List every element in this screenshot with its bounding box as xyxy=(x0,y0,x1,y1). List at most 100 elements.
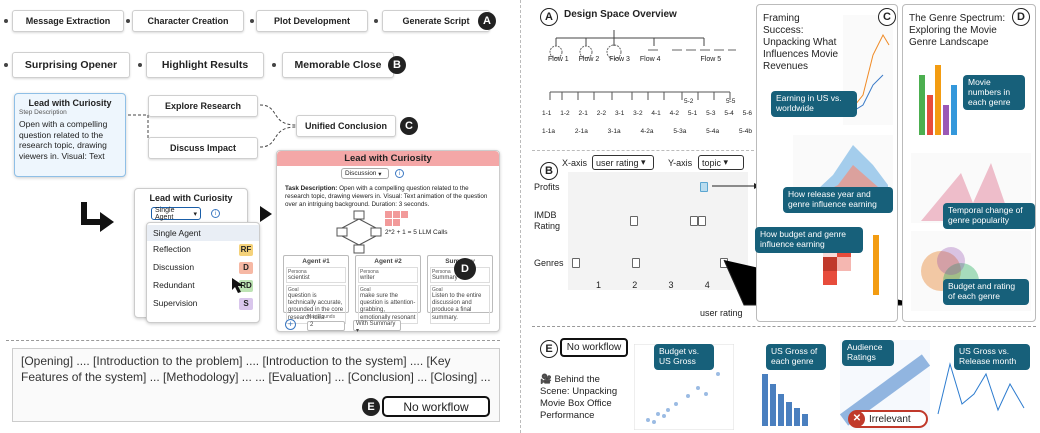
llm-call-formula: 2*2 + 1 = 5 LLM Calls xyxy=(385,229,448,236)
col-label: 2 xyxy=(632,280,638,290)
agent-head: Agent #2 xyxy=(374,258,402,265)
chart-d-title: The Genre Spectrum: Exploring the Movie … xyxy=(909,13,1006,48)
node[interactable]: 2-2 xyxy=(596,110,607,117)
llm-calls-grid xyxy=(385,211,408,226)
tag-rd: RD xyxy=(239,280,253,292)
doc-node[interactable]: 5-4b xyxy=(738,128,752,135)
unified-conclusion[interactable]: Unified Conclusion xyxy=(296,115,396,137)
menu-single-agent[interactable]: Single Agent xyxy=(147,225,259,241)
callout-d1: Movie numbers in each genre xyxy=(963,75,1025,111)
node[interactable]: 4-2 xyxy=(669,110,680,117)
node[interactable]: 5-1 xyxy=(687,110,698,117)
callout-budget-gross: Budget vs. US Gross xyxy=(654,344,714,370)
persona-label: Persona xyxy=(288,269,307,275)
lead-card-subtitle: Step Description xyxy=(19,109,67,116)
llm-call-square xyxy=(385,211,392,218)
step-character-creation[interactable]: Character Creation xyxy=(132,10,244,32)
doc-icon[interactable] xyxy=(690,216,698,226)
agent-mode-select[interactable]: Single Agent ▾ xyxy=(151,207,201,221)
with-summary-select[interactable]: With Summary ▾ xyxy=(353,320,401,334)
node[interactable]: 4-1 xyxy=(651,110,661,117)
node[interactable]: 1-2 xyxy=(560,110,570,117)
goal-value: make sure the question is attention-grab… xyxy=(360,293,416,321)
badge-b: B xyxy=(540,162,558,180)
flow-3[interactable]: Flow 3 xyxy=(609,56,630,63)
node[interactable]: 5-5 xyxy=(726,98,736,105)
step-memorable-close[interactable]: Memorable Close xyxy=(282,52,394,78)
no-workflow-label: No workflow xyxy=(560,338,628,357)
cursor-icon xyxy=(232,278,244,293)
doc-icon[interactable] xyxy=(630,216,638,226)
x-icon: ✕ xyxy=(849,411,865,427)
chart-panel-c: Framing Success: Unpacking What Influenc… xyxy=(755,4,898,322)
step-surprising-opener[interactable]: Surprising Opener xyxy=(12,52,130,78)
connector-dot xyxy=(138,63,142,67)
callout-c1: Earning in US vs. worldwide xyxy=(771,91,857,117)
doc-node[interactable]: 4-2a xyxy=(640,128,654,135)
info-icon[interactable]: i xyxy=(211,209,220,218)
doc-node[interactable]: 1-1a xyxy=(542,128,556,135)
connector-dot xyxy=(4,63,8,67)
xaxis-label: X-axis xyxy=(562,158,588,168)
tag-d: D xyxy=(239,262,253,274)
yaxis-value: topic xyxy=(702,157,722,168)
panel-mode-select[interactable]: Discussion ▾ xyxy=(341,168,389,179)
xaxis-select[interactable]: user rating ▾ xyxy=(592,155,654,170)
add-agent-button[interactable]: + xyxy=(285,319,296,330)
panel-title: Lead with Curiosity xyxy=(277,151,499,166)
doc-node[interactable]: 5-4a xyxy=(706,128,720,135)
step-generate-script[interactable]: Generate Script xyxy=(382,10,490,32)
persona-value: Summary xyxy=(432,275,458,281)
callout-gross-month: US Gross vs. Release month xyxy=(954,344,1030,370)
node[interactable]: 5-3 xyxy=(706,110,716,117)
branch-explore-research[interactable]: Explore Research xyxy=(148,95,258,117)
bottom-title-text: Behind the Scene: Unpacking Movie Box Of… xyxy=(540,374,618,421)
doc-node[interactable]: 3-1a xyxy=(607,128,621,135)
task-label: Task Description: xyxy=(285,185,338,192)
node[interactable]: 3-1 xyxy=(614,110,625,117)
step-message-extraction[interactable]: Message Extraction xyxy=(12,10,124,32)
divider xyxy=(532,150,754,151)
badge-b: B xyxy=(388,56,406,74)
doc-icon[interactable] xyxy=(572,258,580,268)
callout-ratings: Audience Ratings xyxy=(842,340,894,366)
badge-e: E xyxy=(362,398,380,416)
overview-title: Design Space Overview xyxy=(564,9,677,20)
node[interactable]: 1-1 xyxy=(542,110,552,117)
menu-label: Reflection xyxy=(153,244,191,254)
doc-icon[interactable] xyxy=(632,258,640,268)
flow-1[interactable]: Flow 1 xyxy=(548,56,569,63)
doc-icon[interactable] xyxy=(698,216,706,226)
node[interactable]: 5-6 xyxy=(742,110,752,117)
step-highlight-results[interactable]: Highlight Results xyxy=(146,52,264,78)
flow-2[interactable]: Flow 2 xyxy=(578,56,600,63)
yaxis-select[interactable]: topic ▾ xyxy=(698,155,744,170)
node[interactable]: 2-1 xyxy=(578,110,588,117)
doc-node[interactable]: 2-1a xyxy=(574,128,588,135)
panel-mode-value: Discussion xyxy=(345,170,377,177)
step-plot-development[interactable]: Plot Development xyxy=(256,10,368,32)
scatter-grid xyxy=(568,172,748,290)
node[interactable]: 3-2 xyxy=(633,110,643,117)
doc-icon-selected[interactable] xyxy=(700,182,708,192)
info-icon[interactable]: i xyxy=(395,169,404,178)
film-icon: 🎥 xyxy=(540,374,552,385)
menu-label: Single Agent xyxy=(153,228,201,238)
doc-node[interactable]: 5-3a xyxy=(673,128,687,135)
lead-card[interactable]: Lead with Curiosity Step Description Ope… xyxy=(14,93,126,177)
node[interactable]: 5-2 xyxy=(684,98,694,105)
max-rounds-input[interactable]: 2 xyxy=(307,321,345,331)
flow-4[interactable]: Flow 4 xyxy=(639,56,661,63)
node[interactable]: 5-4 xyxy=(724,110,734,117)
flow-5[interactable]: Flow 5 xyxy=(700,56,722,63)
branch-discuss-impact[interactable]: Discuss Impact xyxy=(148,137,258,159)
llm-call-square xyxy=(393,211,400,218)
badge-a: A xyxy=(540,8,558,26)
